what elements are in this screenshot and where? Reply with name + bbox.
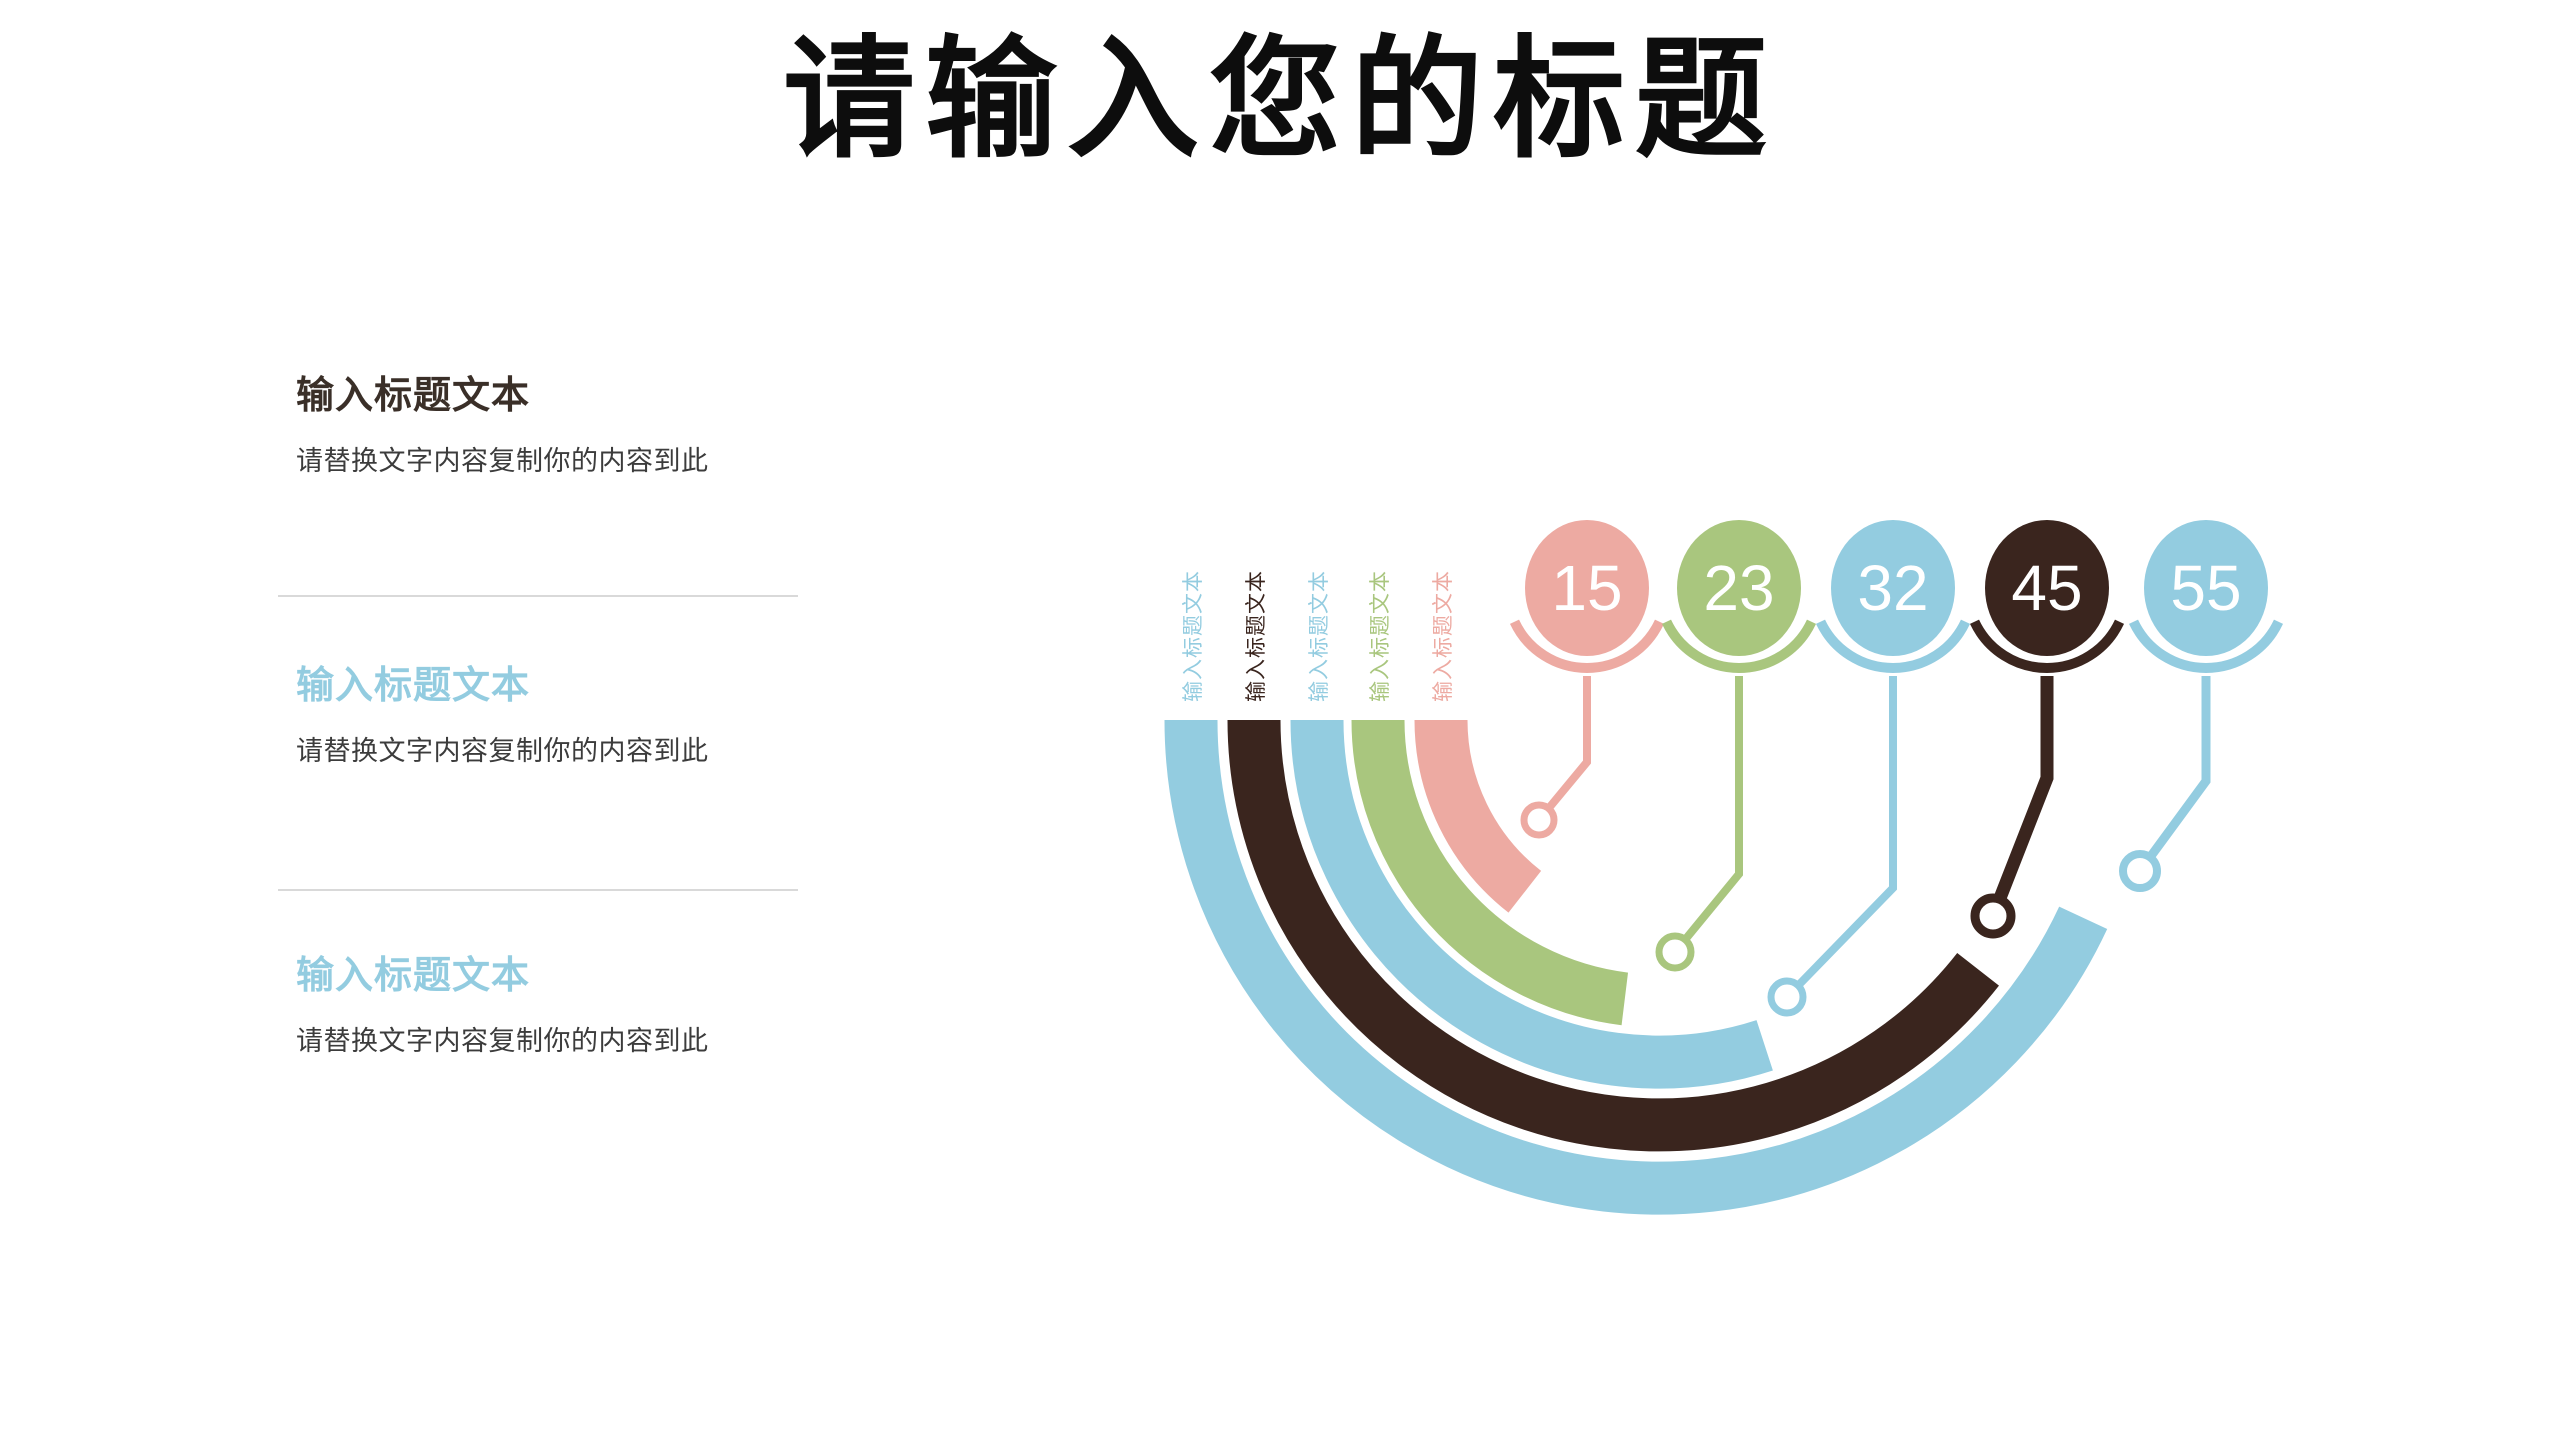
block-2-body: 请替换文字内容复制你的内容到此 [296, 735, 709, 766]
bubble-value-45: 45 [2011, 552, 2082, 624]
bubble-crescent-32 [1815, 619, 1971, 673]
connector-line-15 [1535, 676, 1591, 823]
bubble-value-55: 55 [2170, 552, 2241, 624]
text-block-3: 输入标题文本 请替换文字内容复制你的内容到此 [296, 954, 856, 1059]
ring-arc-15 [1414, 719, 1542, 913]
value-bubble-32 [1831, 520, 1955, 656]
divider-1 [278, 595, 798, 597]
connector-line-23 [1671, 676, 1743, 955]
connector-node-15 [1520, 801, 1558, 839]
ring-label-45: 输入标题文本 [1245, 570, 1268, 702]
ring-arc-32 [1290, 719, 1773, 1089]
ring-arc-23 [1351, 719, 1629, 1026]
bubble-crescent-55 [2128, 619, 2284, 673]
text-block-1: 输入标题文本 请替换文字内容复制你的内容到此 [296, 374, 856, 479]
bubble-crescent-15 [1509, 619, 1665, 673]
value-bubble-55 [2144, 520, 2268, 656]
block-3-body: 请替换文字内容复制你的内容到此 [296, 1025, 709, 1056]
connector-node-23 [1655, 932, 1695, 972]
ring-label-23: 输入标题文本 [1369, 570, 1392, 702]
ring-arc-55 [1164, 719, 2108, 1215]
block-2-heading: 输入标题文本 [296, 665, 531, 707]
ring-label-32: 输入标题文本 [1308, 570, 1331, 702]
bubble-value-32: 32 [1857, 552, 1928, 624]
bubble-crescent-23 [1661, 619, 1817, 673]
block-1-body: 请替换文字内容复制你的内容到此 [296, 445, 709, 476]
bubble-value-23: 23 [1703, 552, 1774, 624]
block-1-heading: 输入标题文本 [296, 375, 531, 417]
text-block-2: 输入标题文本 请替换文字内容复制你的内容到此 [296, 664, 856, 769]
connector-line-55 [2136, 676, 2211, 874]
divider-2 [278, 889, 798, 891]
bubble-value-15: 15 [1551, 552, 1622, 624]
value-bubble-15 [1525, 520, 1649, 656]
value-bubble-23 [1677, 520, 1801, 656]
value-bubble-45 [1985, 520, 2109, 656]
block-3-heading: 输入标题文本 [296, 955, 531, 997]
connector-node-32 [1767, 977, 1807, 1017]
bubble-crescent-45 [1969, 619, 2125, 673]
connector-node-45 [1970, 893, 2016, 939]
connector-line-32 [1784, 676, 1897, 1000]
ring-label-55: 输入标题文本 [1182, 570, 1205, 702]
ring-arc-45 [1227, 719, 1999, 1152]
connector-line-45 [1986, 676, 2054, 919]
ring-label-15: 输入标题文本 [1432, 570, 1455, 702]
page-title: 请输入您的标题 [783, 27, 1777, 174]
connector-node-55 [2119, 850, 2161, 892]
